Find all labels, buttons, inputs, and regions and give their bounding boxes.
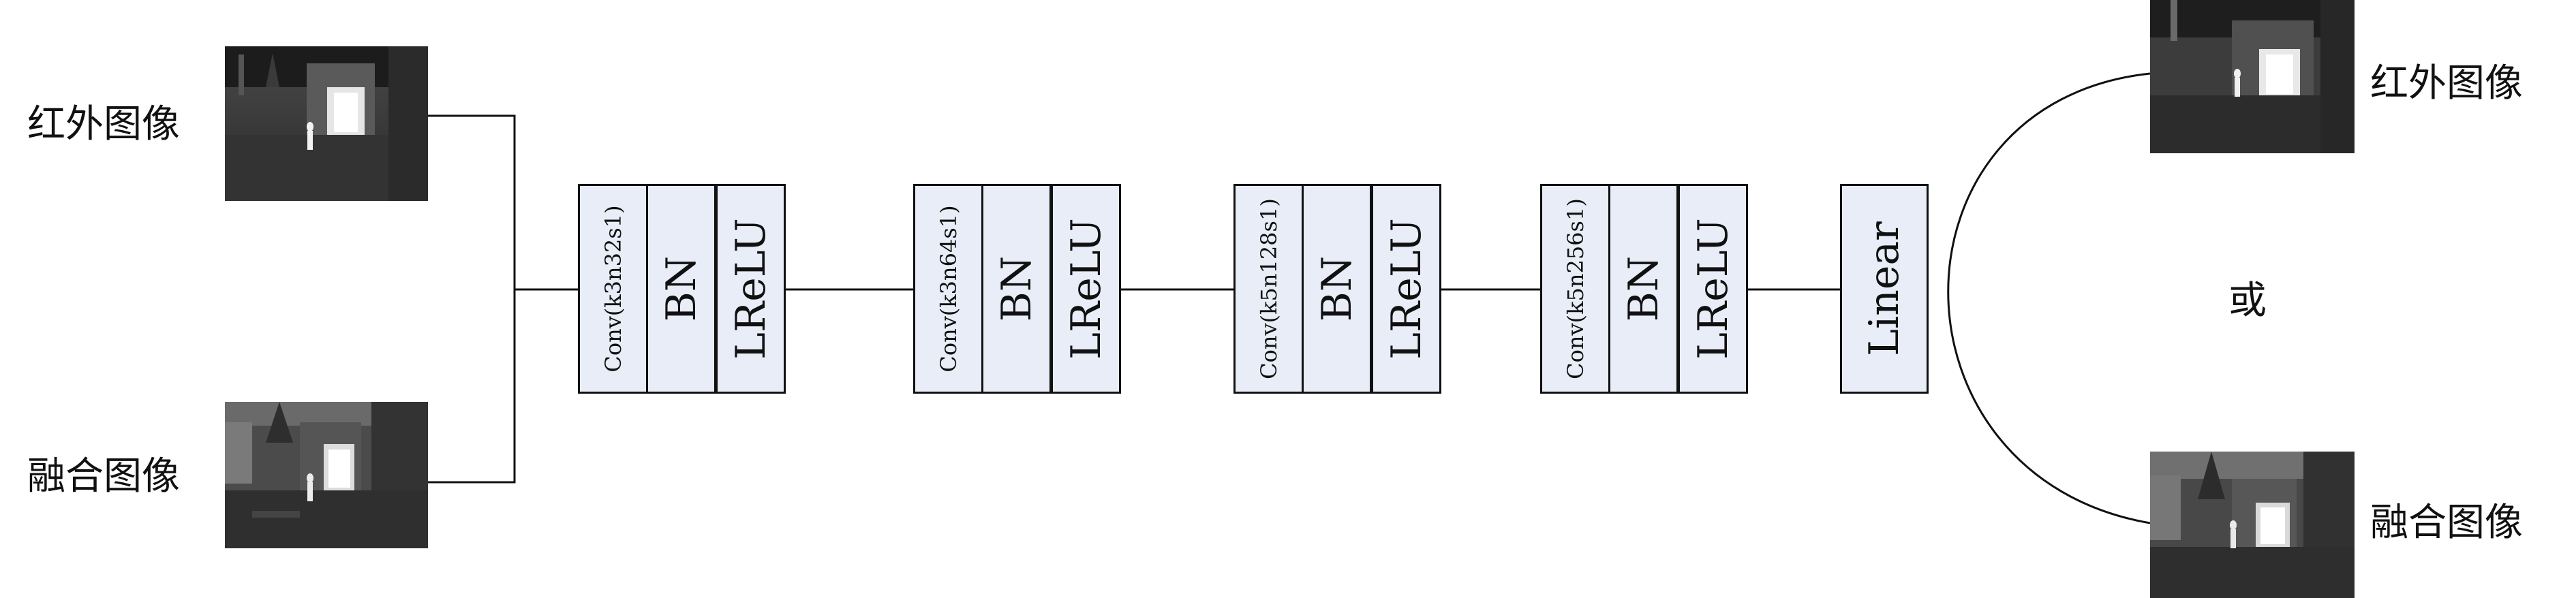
input-fused-image	[225, 402, 428, 548]
layer-4-conv-block: Conv(k5n256s1)	[1540, 184, 1610, 394]
layer-2-conv-label: Conv(k3n64s1)	[935, 205, 962, 373]
output-or-label: 或	[2228, 279, 2267, 323]
layer-2-act-label: LReLU	[1062, 218, 1110, 360]
layer-3-bn-block: BN	[1302, 184, 1372, 394]
input-infrared-image	[225, 46, 428, 201]
layer-4-act-label: LReLU	[1689, 218, 1737, 360]
layer-3-act-block: LReLU	[1371, 184, 1441, 394]
layer-2-bn-label: BN	[992, 255, 1041, 322]
layer-4-bn-label: BN	[1619, 255, 1668, 322]
output-infrared-image	[2150, 0, 2355, 153]
layer-1-act-block: LReLU	[716, 184, 786, 394]
wire-infrared-input	[428, 114, 516, 289]
output-fused-image	[2150, 452, 2355, 598]
layer-3-conv-block: Conv(k5n128s1)	[1233, 184, 1304, 394]
layer-1-act-label: LReLU	[726, 218, 775, 360]
linear-label: Linear	[1860, 221, 1908, 356]
layer-1-conv-block: Conv(k3n32s1)	[578, 184, 648, 394]
layer-2-act-block: LReLU	[1051, 184, 1121, 394]
wire-output-arc	[1947, 72, 2151, 524]
layer-2-conv-block: Conv(k3n64s1)	[913, 184, 983, 394]
wire-fused-input	[428, 289, 516, 484]
output-fused-label: 融合图像	[2370, 501, 2523, 545]
input-infrared-label: 红外图像	[27, 102, 180, 146]
layer-1-bn-label: BN	[657, 255, 705, 322]
layer-2-bn-block: BN	[981, 184, 1052, 394]
layer-4-act-block: LReLU	[1678, 184, 1748, 394]
output-infrared-label: 红外图像	[2370, 61, 2523, 106]
layer-3-act-label: LReLU	[1382, 218, 1430, 360]
layer-3-conv-label: Conv(k5n128s1)	[1255, 198, 1282, 379]
input-fused-label: 融合图像	[27, 454, 180, 499]
linear-block: Linear	[1840, 184, 1929, 394]
layer-4-bn-block: BN	[1608, 184, 1678, 394]
layer-3-bn-label: BN	[1313, 255, 1361, 322]
layer-1-conv-label: Conv(k3n32s1)	[600, 205, 626, 373]
layer-1-bn-block: BN	[646, 184, 716, 394]
layer-4-conv-label: Conv(k5n256s1)	[1562, 198, 1589, 379]
